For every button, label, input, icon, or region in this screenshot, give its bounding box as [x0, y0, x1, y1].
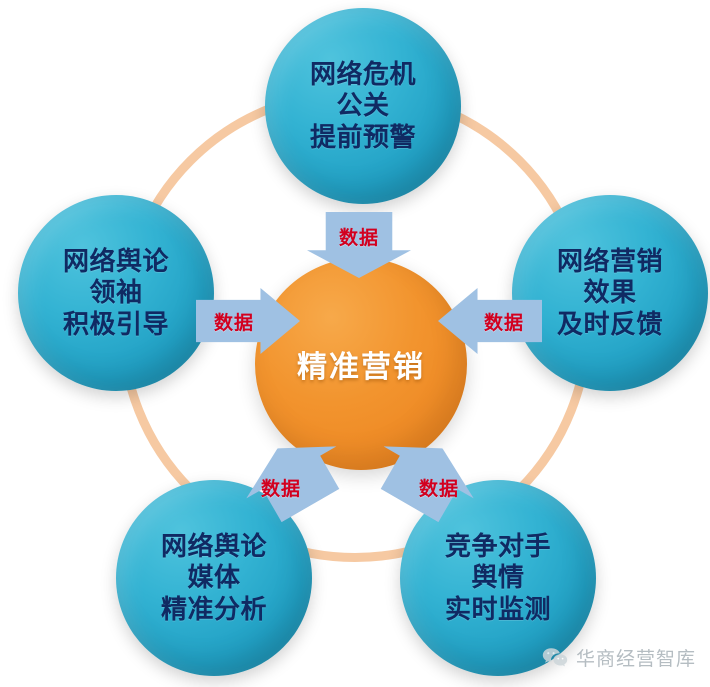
- arrow-left-icon: [438, 288, 542, 354]
- data-arrow-top: 数据: [307, 212, 411, 278]
- wechat-icon: [542, 647, 568, 666]
- arrow-down-icon: [307, 212, 411, 278]
- center-hub-label: 精准营销: [297, 351, 425, 384]
- watermark-text: 华商经营智库: [575, 649, 696, 670]
- node-label: 网络舆论 媒体 精准分析: [160, 531, 267, 624]
- data-arrow-right: 数据: [438, 288, 542, 354]
- node-label: 网络危机 公关 提前预警: [309, 59, 416, 152]
- node-marketing-effect-feedback[interactable]: 网络营销 效果 及时反馈: [512, 195, 708, 391]
- center-hub-precision-marketing[interactable]: 精准营销: [255, 258, 467, 470]
- node-opinion-leader-guidance[interactable]: 网络舆论 领袖 积极引导: [18, 195, 214, 391]
- arrow-right-icon: [196, 288, 300, 354]
- node-network-crisis-pr[interactable]: 网络危机 公关 提前预警: [265, 8, 461, 204]
- data-arrow-bottom-right: 数据: [374, 444, 478, 510]
- watermark: 华商经营智库: [542, 644, 696, 671]
- node-label: 网络营销 效果 及时反馈: [556, 246, 663, 339]
- data-arrow-left: 数据: [196, 288, 300, 354]
- data-arrow-bottom-left: 数据: [242, 444, 346, 510]
- node-label: 竞争对手 舆情 实时监测: [444, 531, 551, 624]
- node-label: 网络舆论 领袖 积极引导: [62, 246, 169, 339]
